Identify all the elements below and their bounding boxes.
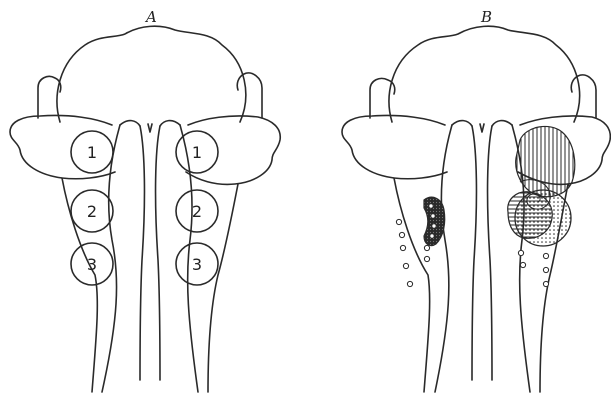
panel-b-point bbox=[543, 281, 548, 286]
panel-a: A 1 2 3 1 2 3 bbox=[10, 8, 280, 392]
panel-b-dome bbox=[389, 26, 580, 122]
panel-a-num-right-3: 3 bbox=[192, 255, 202, 274]
panel-a-outer-right bbox=[208, 184, 238, 392]
panel-a-midline-right bbox=[156, 126, 160, 380]
panel-a-notch-right bbox=[160, 121, 180, 126]
panel-a-medulla-left bbox=[102, 125, 120, 392]
panel-b-point bbox=[543, 253, 548, 258]
panel-b-point bbox=[424, 256, 429, 261]
panel-b-right-stalk bbox=[571, 75, 596, 118]
panel-b-point bbox=[396, 219, 401, 224]
panel-b-point bbox=[399, 232, 404, 237]
panel-a-notch-left bbox=[120, 121, 140, 126]
panel-b-point bbox=[400, 245, 405, 250]
panel-a-num-left-3: 3 bbox=[87, 255, 97, 274]
panel-b-midline-left bbox=[472, 126, 476, 380]
panel-a-obex bbox=[148, 124, 152, 132]
panel-b-point bbox=[543, 267, 548, 272]
panel-b: B bbox=[342, 8, 610, 392]
panel-b-left-lobe bbox=[342, 115, 447, 178]
panel-b-blob-dot bbox=[429, 204, 433, 208]
panel-a-dome bbox=[57, 26, 246, 122]
panel-b-point bbox=[424, 245, 429, 250]
panel-b-blob-dot bbox=[432, 224, 436, 228]
panel-a-label: A bbox=[144, 8, 157, 26]
panel-b-vertical-hatch-region bbox=[516, 126, 575, 196]
panel-b-notch-right bbox=[492, 121, 512, 126]
panel-a-left-lobe bbox=[10, 115, 115, 178]
panel-a-num-left-1: 1 bbox=[87, 143, 97, 162]
panel-b-dotted-region bbox=[515, 190, 571, 246]
panel-b-obex bbox=[480, 124, 484, 132]
panel-a-num-right-1: 1 bbox=[192, 143, 202, 162]
panel-b-notch-left bbox=[452, 121, 472, 126]
panel-b-point bbox=[403, 263, 408, 268]
panel-b-blob-dot bbox=[430, 234, 434, 238]
panel-b-blob-dot bbox=[431, 214, 435, 218]
panel-a-num-left-2: 2 bbox=[87, 202, 97, 221]
panel-a-num-right-2: 2 bbox=[192, 202, 202, 221]
panel-b-dark-region bbox=[424, 197, 445, 245]
panel-b-point bbox=[520, 262, 525, 267]
panel-b-point bbox=[518, 250, 523, 255]
panel-a-midline-left bbox=[140, 126, 144, 380]
panel-a-right-stalk bbox=[237, 73, 262, 118]
panel-b-medulla-left bbox=[435, 125, 452, 392]
panel-b-point bbox=[407, 281, 412, 286]
panel-b-midline-right bbox=[488, 126, 492, 380]
panel-b-label: B bbox=[480, 8, 492, 26]
